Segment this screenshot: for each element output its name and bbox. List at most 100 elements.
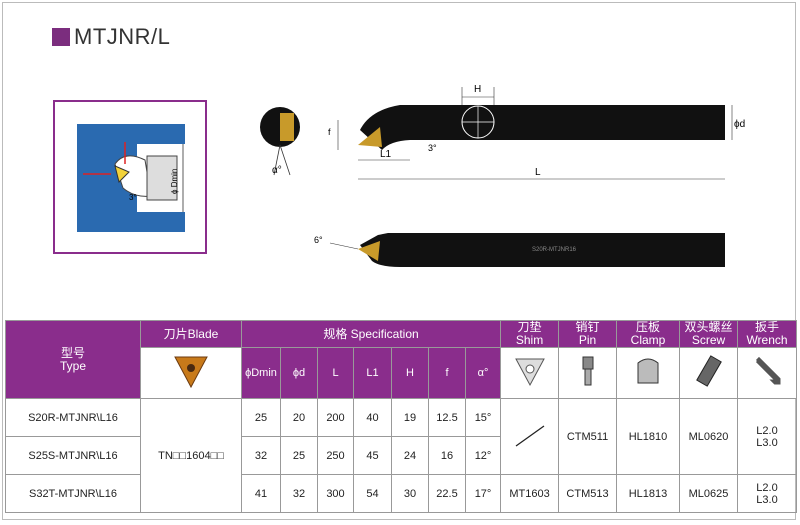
blade-insert-icon	[174, 356, 208, 388]
screw-image-cell	[679, 347, 739, 399]
workpiece-top	[77, 124, 185, 144]
bar-engraving: S20R-MTJNR16	[532, 247, 577, 253]
row3-l: 300	[317, 474, 354, 513]
wrench-icon	[755, 356, 781, 384]
alpha-line-1	[273, 144, 281, 176]
row3-shim: MT1603	[500, 474, 560, 513]
shim-image-cell	[500, 347, 560, 399]
wrench-image-cell	[737, 347, 798, 399]
spec-header: 规格 Specification	[240, 320, 502, 348]
row2-alpha: 12°	[464, 436, 502, 475]
merged-screw: ML0620	[679, 398, 739, 475]
inset-angle-label: 3°	[129, 193, 137, 202]
end-view-insert	[280, 113, 294, 141]
tool-shank	[146, 155, 178, 201]
six-deg-line	[329, 242, 359, 250]
type-header-en: Type	[59, 358, 86, 373]
pin-image-cell	[558, 347, 618, 399]
clamp-image-cell	[616, 347, 681, 399]
row3-alpha: 17°	[464, 474, 502, 513]
type-header-cn: 型号	[60, 345, 85, 360]
screw-header-cn: 双头螺丝	[684, 320, 733, 334]
row2-type: S25S-MTJNR\L16	[5, 436, 141, 475]
blade-header: 刀片Blade	[140, 320, 242, 348]
merged-clamp: HL1810	[616, 398, 681, 475]
row2-l: 250	[317, 436, 354, 475]
merged-wrench: L2.0 L3.0	[737, 398, 798, 475]
row3-h: 30	[391, 474, 429, 513]
l-label: L	[535, 167, 541, 178]
row2-h: 24	[391, 436, 429, 475]
blade-value: TN□□1604□□	[140, 398, 242, 513]
spec-col-dmin: ϕDmin	[241, 347, 281, 399]
shim-icon	[514, 358, 545, 386]
pin-header-cn: 销钉	[575, 320, 600, 334]
screw-header-en: Screw	[691, 333, 726, 347]
row3-screw: ML0625	[679, 474, 739, 513]
bore-diagram-svg: ϕ Dmin 3°	[77, 124, 185, 232]
blade-image-cell	[140, 347, 242, 399]
alpha-label: α°	[272, 165, 282, 176]
type-header: 型号 Type	[5, 320, 141, 399]
clamp-icon	[637, 358, 659, 383]
slash-mark	[515, 425, 544, 447]
pin-icon	[582, 356, 594, 385]
shim-header-en: Shim	[515, 333, 544, 347]
f-label: f	[328, 127, 331, 137]
bar-top-insert	[358, 127, 382, 147]
insert-triangle	[114, 165, 130, 183]
six-deg-label: 6°	[314, 235, 323, 245]
row3-d: 32	[280, 474, 318, 513]
row1-l: 200	[317, 398, 354, 437]
tool-drawing: α° H ϕd f 3° L1 L S20R-MTJNR16 6°	[260, 84, 745, 267]
title-marker	[52, 28, 70, 46]
d-label: ϕd	[734, 119, 745, 130]
pin-header-en: Pin	[578, 333, 597, 347]
shim-header-cn: 刀垫	[517, 320, 542, 334]
row2-l1: 45	[353, 436, 392, 475]
row3-f: 22.5	[428, 474, 466, 513]
alpha-line-2	[279, 144, 291, 176]
row1-dmin: 25	[241, 398, 281, 437]
title-block: MTJNR/L	[52, 24, 170, 50]
row3-type: S32T-MTJNR\L16	[5, 474, 141, 513]
row1-l1: 40	[353, 398, 392, 437]
spec-col-alpha: α°	[464, 347, 502, 399]
row3-dmin: 41	[241, 474, 281, 513]
merged-shim	[500, 398, 560, 475]
bore-inset-diagram: ϕ Dmin 3°	[53, 100, 207, 254]
row1-alpha: 15°	[464, 398, 502, 437]
row1-h: 19	[391, 398, 429, 437]
workpiece-bottom	[77, 212, 185, 232]
row2-d: 25	[280, 436, 318, 475]
spec-col-l: L	[317, 347, 354, 399]
spec-col-h: H	[391, 347, 429, 399]
merged-pin: CTM511	[558, 398, 618, 475]
row2-dmin: 32	[241, 436, 281, 475]
bar-bottom-body	[360, 233, 725, 267]
row2-f: 16	[428, 436, 466, 475]
dmin-label: ϕ Dmin	[170, 169, 179, 194]
three-deg-label: 3°	[428, 143, 437, 153]
wrench-header-en: Wrench	[746, 333, 788, 347]
row3-l1: 54	[353, 474, 392, 513]
row1-d: 20	[280, 398, 318, 437]
clamp-header-en: Clamp	[630, 333, 666, 347]
spec-col-l1: L1	[353, 347, 392, 399]
bar-top-body	[360, 105, 725, 150]
bar-bottom-insert	[358, 241, 380, 261]
l1-label: L1	[380, 149, 392, 160]
h-label: H	[474, 84, 481, 95]
row3-clamp: HL1813	[616, 474, 681, 513]
screw-icon	[695, 354, 722, 387]
row1-f: 12.5	[428, 398, 466, 437]
row3-wrench: L2.0 L3.0	[737, 474, 798, 513]
row3-pin: CTM513	[558, 474, 618, 513]
row1-type: S20R-MTJNR\L16	[5, 398, 141, 437]
clamp-header-cn: 压板	[636, 320, 661, 334]
